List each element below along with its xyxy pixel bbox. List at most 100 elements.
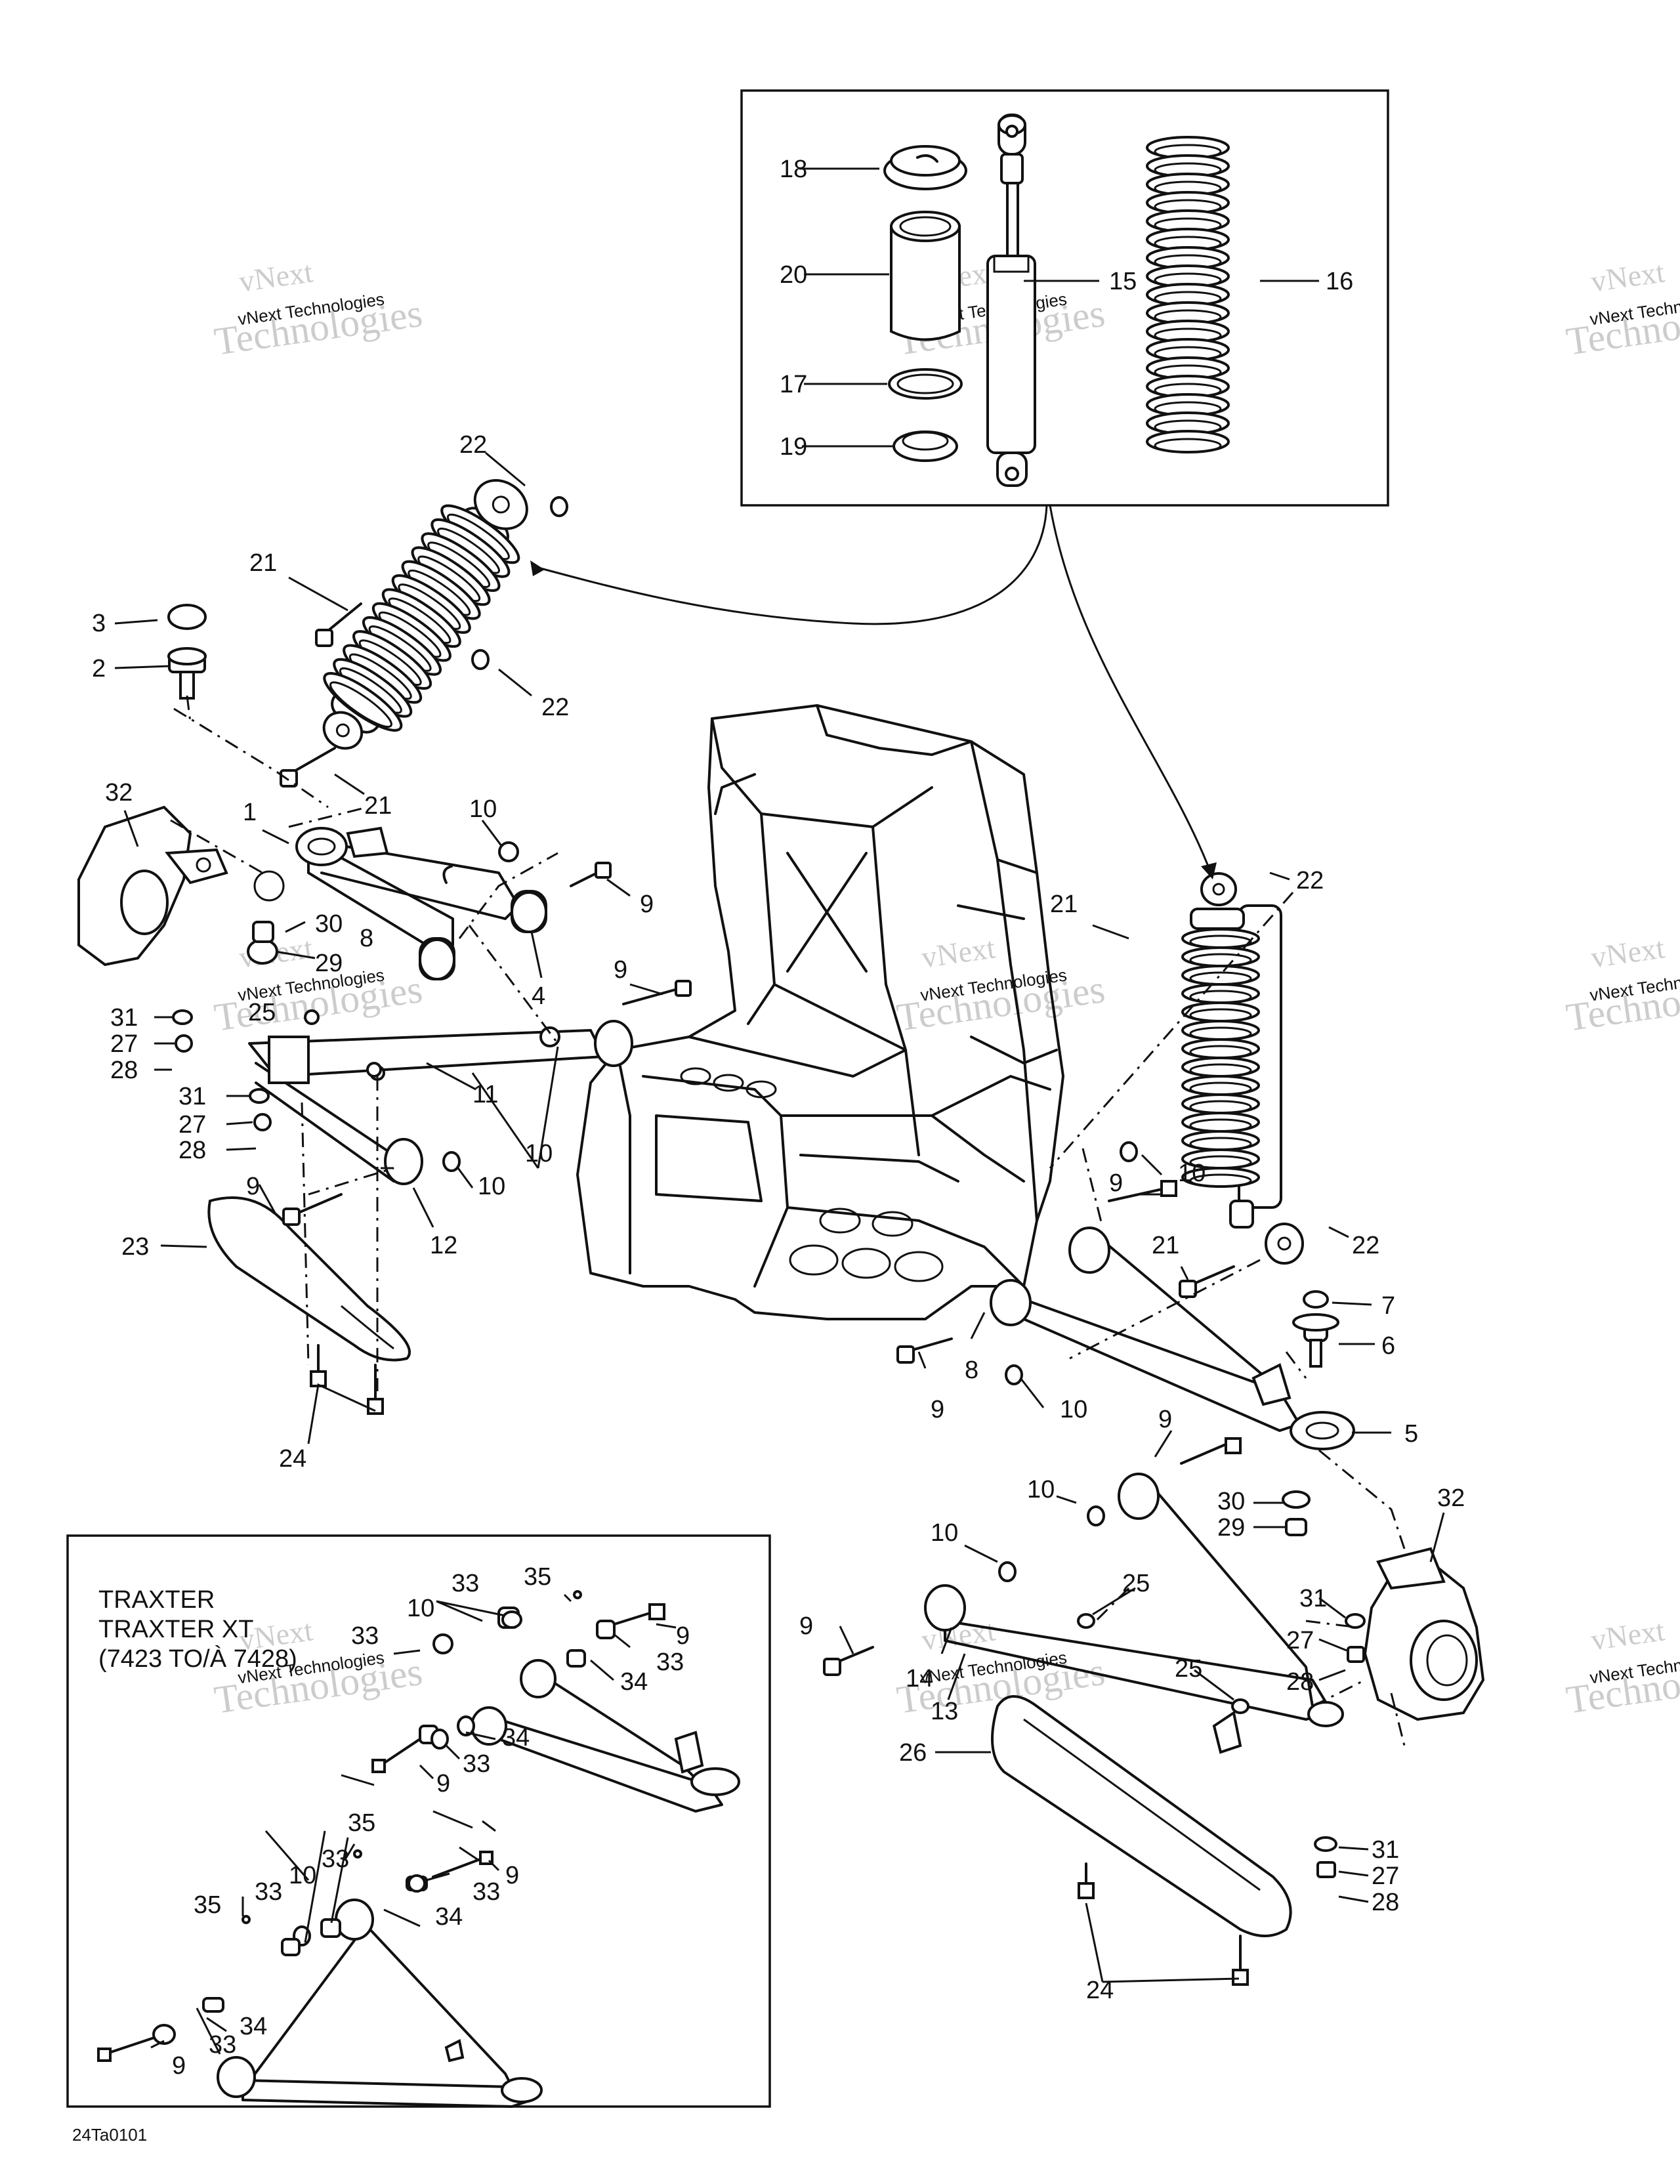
callout-28: 28	[1286, 1668, 1314, 1696]
callout-18: 18	[780, 156, 807, 183]
callout-9: 9	[799, 1612, 813, 1640]
left-shock-assembly	[322, 479, 528, 750]
callout-33: 33	[656, 1648, 684, 1676]
connector-curve-right	[1049, 505, 1212, 873]
callout-32: 32	[105, 779, 133, 807]
callout-22: 22	[1296, 867, 1324, 894]
callout-10: 10	[478, 1173, 505, 1200]
callout-20: 20	[780, 261, 807, 289]
left-hardware	[167, 496, 692, 1415]
right-upper-a-arm	[990, 1227, 1355, 1450]
callout-6: 6	[1381, 1332, 1395, 1360]
callout-27: 27	[1372, 1862, 1399, 1890]
callout-labels: 18 20 17 19 15 16 22 21 22 21 3 2 32 1 1…	[72, 156, 1465, 2145]
callout-33: 33	[322, 1845, 349, 1873]
inset-leaders	[150, 1593, 677, 2055]
right-skid-plate	[991, 1695, 1292, 1937]
callout-15: 15	[1109, 268, 1137, 295]
callout-5: 5	[1404, 1420, 1418, 1448]
callout-14: 14	[906, 1665, 933, 1692]
callout-9: 9	[505, 1862, 519, 1889]
callout-21: 21	[364, 792, 392, 820]
callout-10: 10	[407, 1595, 434, 1622]
callout-28: 28	[110, 1057, 138, 1084]
callout-7: 7	[1381, 1292, 1395, 1320]
callout-9: 9	[640, 891, 654, 918]
watermark-vnext: vNext	[919, 931, 998, 974]
callout-16: 16	[1326, 268, 1353, 295]
callout-21: 21	[1152, 1232, 1179, 1259]
shock-components-inset	[740, 89, 1389, 507]
watermark-vnext: vNext	[1589, 255, 1667, 298]
callout-19: 19	[780, 433, 807, 461]
callout-25: 25	[248, 999, 276, 1026]
callout-4: 4	[532, 982, 545, 1010]
watermark-vnext: vNext	[1589, 931, 1667, 974]
callout-33: 33	[472, 1878, 500, 1906]
callout-10: 10	[931, 1519, 958, 1547]
callout-2: 2	[92, 655, 106, 682]
callout-27: 27	[1286, 1627, 1314, 1654]
callout-8: 8	[360, 925, 373, 952]
right-knuckle	[1363, 1547, 1485, 1721]
callout-9: 9	[172, 2052, 186, 2080]
callout-28: 28	[1372, 1889, 1399, 1916]
callout-17: 17	[780, 371, 807, 398]
watermark-vnext: vNext	[1589, 1613, 1667, 1656]
callout-33: 33	[463, 1750, 490, 1778]
leader-lines	[114, 167, 1445, 1983]
left-lower-a-arm	[248, 1020, 633, 1185]
callout-9: 9	[246, 1173, 260, 1200]
inset-upper-a-arm	[371, 1590, 740, 1813]
inset-lower-a-arm	[97, 1849, 543, 2108]
right-shock-assembly	[1181, 872, 1304, 1265]
callout-9: 9	[436, 1770, 450, 1797]
callout-31: 31	[178, 1083, 206, 1110]
figure-code: 24Ta0101	[72, 2125, 147, 2145]
callout-9: 9	[931, 1396, 944, 1423]
callout-11: 11	[472, 1081, 498, 1108]
callout-35: 35	[524, 1563, 551, 1591]
callout-35: 35	[194, 1891, 221, 1919]
callout-9: 9	[1109, 1169, 1123, 1197]
callout-12: 12	[430, 1232, 457, 1259]
callout-31: 31	[110, 1004, 138, 1032]
callout-10: 10	[1178, 1160, 1206, 1187]
chassis-frame	[576, 704, 1064, 1320]
right-lower-a-arm	[924, 1473, 1344, 1754]
callout-9: 9	[676, 1622, 690, 1650]
watermark-vnext: vNext	[237, 255, 315, 298]
coil-spring	[1146, 136, 1230, 453]
inset-label-traxter-xt: TRAXTER XT	[98, 1616, 253, 1643]
left-knuckle	[77, 805, 228, 967]
callout-3: 3	[92, 610, 106, 637]
right-hardware	[823, 1141, 1366, 1986]
callout-33: 33	[351, 1622, 379, 1650]
callout-24: 24	[279, 1445, 306, 1473]
callout-32: 32	[1437, 1484, 1465, 1512]
callout-28: 28	[178, 1137, 206, 1164]
callout-33: 33	[255, 1878, 282, 1906]
inset-frame	[740, 89, 1389, 507]
callout-33: 33	[452, 1570, 479, 1597]
callout-24: 24	[1086, 1977, 1114, 2004]
inset-frame-traxter	[66, 1534, 771, 2108]
callout-29: 29	[315, 950, 343, 977]
callout-10: 10	[1060, 1396, 1087, 1423]
connector-curve-left	[537, 505, 1048, 625]
callout-31: 31	[1372, 1836, 1399, 1864]
callout-27: 27	[178, 1111, 206, 1139]
callout-8: 8	[965, 1356, 978, 1384]
callout-34: 34	[435, 1903, 463, 1931]
callout-9: 9	[614, 956, 627, 984]
callout-34: 34	[620, 1668, 648, 1696]
callout-34: 34	[240, 2013, 267, 2040]
callout-21: 21	[1050, 891, 1078, 918]
callout-9: 9	[1158, 1406, 1172, 1433]
callout-1: 1	[243, 799, 257, 826]
alignment-lines	[170, 695, 1406, 1746]
callout-29: 29	[1217, 1514, 1245, 1542]
callout-33: 33	[209, 2031, 236, 2059]
spring-seat	[883, 145, 967, 190]
